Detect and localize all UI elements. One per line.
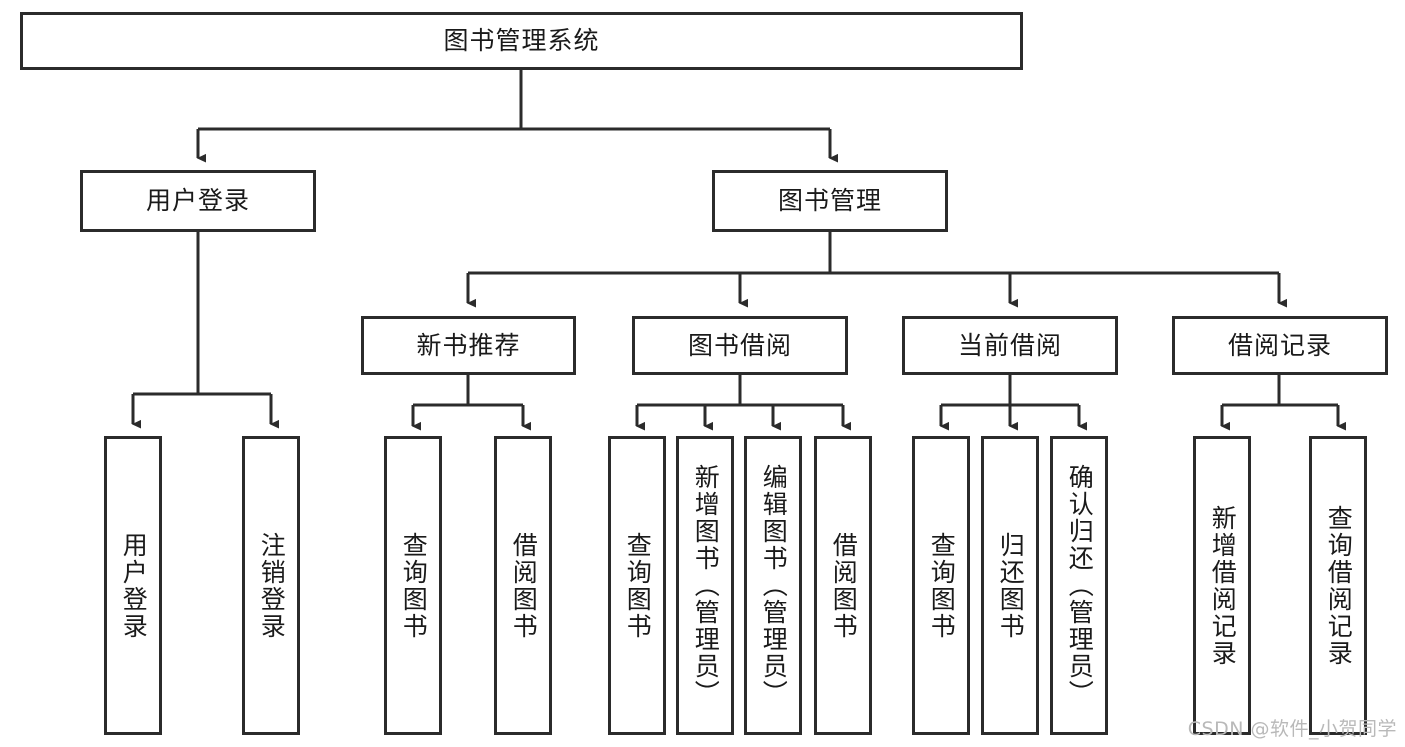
node-label: 查询图书 bbox=[399, 531, 429, 640]
leaf-add-book-admin[interactable]: 新增图书（管理员） bbox=[676, 436, 734, 735]
node-label: 新书推荐 bbox=[416, 330, 521, 360]
node-label: 查询图书 bbox=[623, 531, 653, 640]
node-book-borrowing[interactable]: 图书借阅 bbox=[632, 316, 848, 375]
leaf-query-borrow-record[interactable]: 查询借阅记录 bbox=[1309, 436, 1367, 735]
node-new-book-recommendation[interactable]: 新书推荐 bbox=[361, 316, 576, 375]
node-label: 新增图书（管理员） bbox=[691, 464, 721, 707]
node-label: 注销登录 bbox=[257, 531, 287, 640]
leaf-user-login[interactable]: 用户登录 bbox=[104, 436, 162, 735]
node-label: 图书管理 bbox=[777, 186, 882, 216]
node-label: 编辑图书（管理员） bbox=[759, 464, 789, 707]
node-label: 归还图书 bbox=[996, 531, 1026, 640]
node-label: 当前借阅 bbox=[957, 330, 1062, 360]
node-label: 用户登录 bbox=[119, 531, 149, 640]
leaf-query-book-borrow[interactable]: 查询图书 bbox=[608, 436, 666, 735]
leaf-return-book[interactable]: 归还图书 bbox=[981, 436, 1039, 735]
leaf-add-borrow-record[interactable]: 新增借阅记录 bbox=[1193, 436, 1251, 735]
node-label: 查询借阅记录 bbox=[1324, 504, 1354, 667]
leaf-confirm-return-admin[interactable]: 确认归还（管理员） bbox=[1050, 436, 1108, 735]
leaf-query-book-new-book[interactable]: 查询图书 bbox=[384, 436, 442, 735]
watermark-credit: CSDN @软件_小贺同学 bbox=[1187, 718, 1397, 740]
node-label: 用户登录 bbox=[145, 186, 250, 216]
node-label: 图书管理系统 bbox=[443, 26, 600, 56]
node-book-management[interactable]: 图书管理 bbox=[712, 170, 948, 232]
leaf-edit-book-admin[interactable]: 编辑图书（管理员） bbox=[744, 436, 802, 735]
node-borrowing-record[interactable]: 借阅记录 bbox=[1172, 316, 1388, 375]
leaf-query-book-current[interactable]: 查询图书 bbox=[912, 436, 970, 735]
leaf-borrow-book[interactable]: 借阅图书 bbox=[814, 436, 872, 735]
node-root-book-management-system[interactable]: 图书管理系统 bbox=[20, 12, 1023, 70]
node-label: 查询图书 bbox=[927, 531, 957, 640]
node-label: 借阅记录 bbox=[1227, 330, 1332, 360]
node-label: 图书借阅 bbox=[687, 330, 792, 360]
node-label: 借阅图书 bbox=[829, 531, 859, 640]
node-label: 新增借阅记录 bbox=[1208, 504, 1238, 667]
leaf-borrow-book-new-book[interactable]: 借阅图书 bbox=[494, 436, 552, 735]
node-user-login[interactable]: 用户登录 bbox=[80, 170, 316, 232]
node-label: 借阅图书 bbox=[509, 531, 539, 640]
node-current-borrowing[interactable]: 当前借阅 bbox=[902, 316, 1118, 375]
leaf-logout-login[interactable]: 注销登录 bbox=[242, 436, 300, 735]
node-label: 确认归还（管理员） bbox=[1065, 464, 1095, 707]
